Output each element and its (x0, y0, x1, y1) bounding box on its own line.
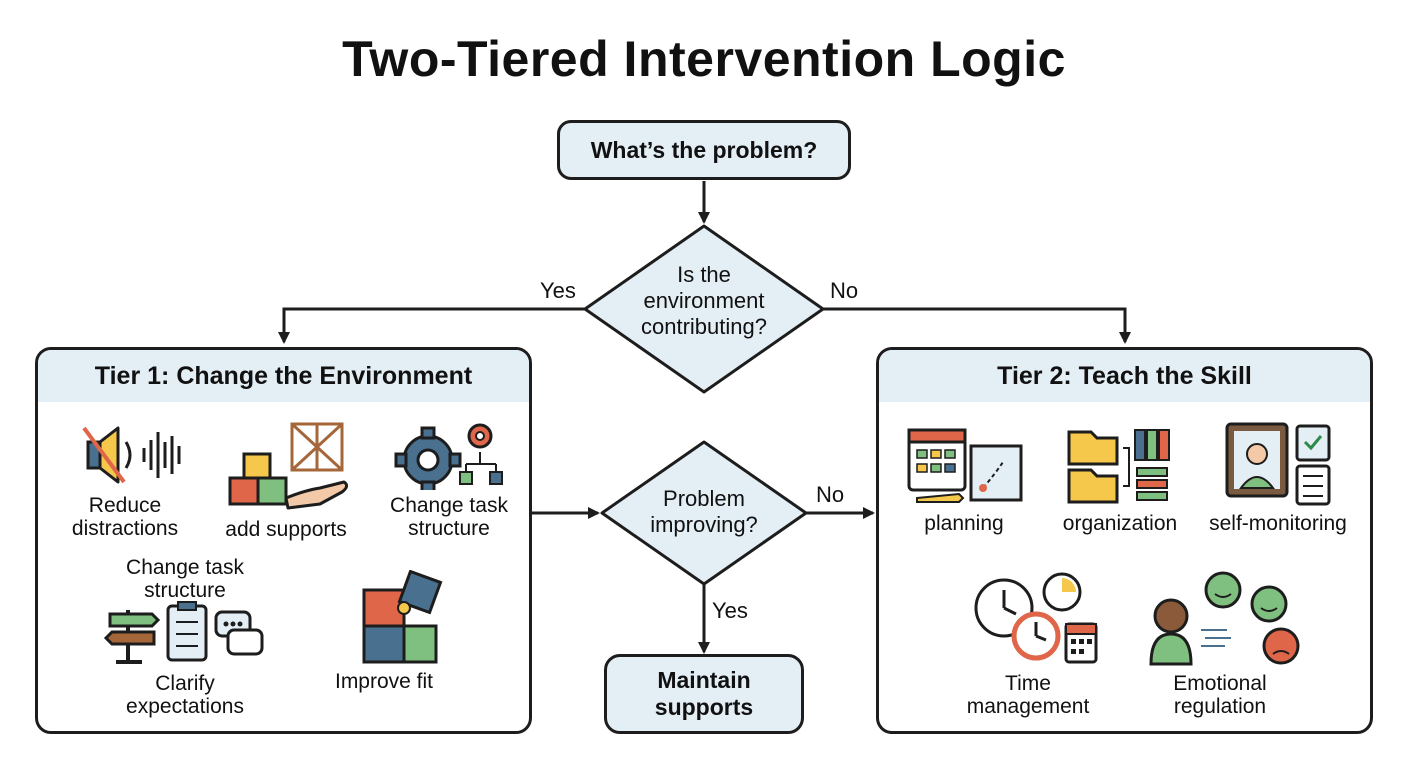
decision1-line1: Is the (677, 262, 731, 287)
tier1-extra-line2: structure (144, 579, 226, 602)
decision2-yes-label: Yes (712, 598, 748, 623)
decision1-no-label: No (830, 278, 859, 303)
tier1-item-label: Improve fit (334, 670, 434, 693)
tier1-item-label-line2: expectations (126, 695, 244, 718)
tier2-item-label-line2: management (966, 695, 1090, 718)
maintain-line1: Maintain (657, 667, 751, 693)
tier1-panel: Tier 1: Change the Environment (35, 347, 532, 734)
tier2-item-time-management: Time management (938, 570, 1118, 718)
decision1-diamond (583, 224, 825, 394)
decision2-no-label: No (816, 482, 845, 507)
tier1-item-label: add supports (225, 518, 347, 541)
tier1-item-reduce-distractions: Reduce distractions (35, 420, 215, 540)
decision2-line1: Problem (663, 486, 745, 511)
tier2-item-planning: planning (874, 424, 1054, 535)
tier2-heading: Tier 2: Teach the Skill (879, 350, 1370, 402)
decision1-line3: contributing? (641, 314, 767, 339)
tier2-panel: Tier 2: Teach the Skill (876, 347, 1373, 734)
tier2-item-label-line1: Emotional (1173, 672, 1267, 695)
muted-speaker-icon (82, 426, 181, 484)
tier2-item-organization: organization (1030, 424, 1210, 535)
tier2-item-label-line2: regulation (1173, 695, 1267, 718)
tier2-item-label: planning (924, 512, 1004, 535)
maintain-supports-box: Maintain supports (604, 654, 804, 734)
decision2-text: Problem improving? (614, 486, 794, 538)
tier1-item-label-line1: Reduce (88, 494, 162, 517)
mirror-checklist-icon (1225, 422, 1331, 506)
tier1-item-change-task-structure: Change task structure (359, 420, 539, 540)
arrow-no-to-tier2 (823, 307, 1131, 344)
tier1-extra-label: Change task structure (95, 556, 275, 602)
diagram-title: Two-Tiered Intervention Logic (342, 31, 1066, 87)
tier1-item-label-line1: Change task (390, 494, 508, 517)
tier2-item-label-line1: Time (1005, 672, 1051, 695)
tier2-item-label: self-monitoring (1209, 512, 1347, 535)
decision1-yes-label: Yes (540, 278, 576, 303)
blocks-scaffold-icon (228, 422, 349, 510)
puzzle-icon (362, 570, 443, 664)
tier2-item-label: organization (1062, 512, 1178, 535)
start-box: What’s the problem? (557, 120, 851, 180)
decision1-text: Is the environment contributing? (604, 262, 804, 340)
decision2-line2: improving? (650, 512, 758, 537)
faces-icon (1149, 571, 1300, 666)
tier1-heading: Tier 1: Change the Environment (38, 350, 529, 402)
gears-flow-icon (394, 423, 503, 490)
tier2-item-self-monitoring: self-monitoring (1188, 420, 1368, 535)
tier1-item-add-supports: add supports (196, 420, 376, 541)
start-label: What’s the problem? (590, 136, 818, 163)
tier1-item-clarify-expectations: Clarify expectations (95, 600, 275, 718)
tier1-item-label-line1: Clarify (155, 672, 215, 695)
tier2-item-emotional-regulation: Emotional regulation (1130, 570, 1310, 718)
signpost-checklist-icon (103, 601, 264, 664)
decision2-diamond (600, 440, 808, 586)
arrow-yes-to-tier1 (278, 307, 585, 344)
maintain-line2: supports (654, 694, 754, 720)
clocks-icon (974, 572, 1098, 664)
calendar-plan-icon (907, 428, 1023, 503)
tier1-item-improve-fit: Improve fit (294, 570, 474, 693)
decision1-line2: environment (643, 288, 765, 313)
tier1-item-label-line2: structure (408, 517, 490, 540)
folders-icon (1067, 429, 1170, 504)
tier1-item-label-line2: distractions (71, 517, 179, 540)
tier1-extra-line1: Change task (126, 556, 244, 579)
